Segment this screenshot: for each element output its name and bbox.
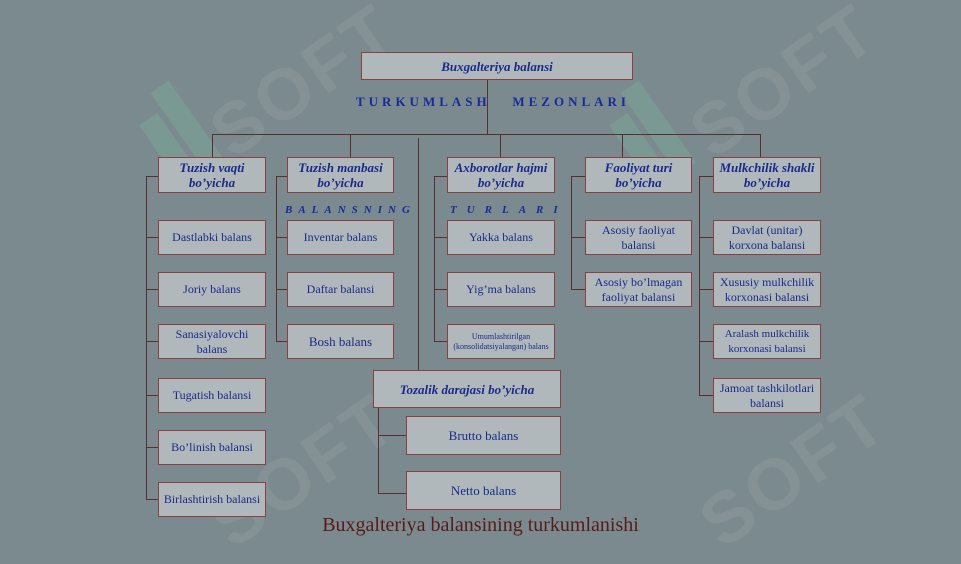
column-header: Faoliyat turi bo’yicha bbox=[585, 157, 692, 193]
column-header: Axborotlar hajmi bo’yicha bbox=[447, 157, 555, 193]
types-label: TURLARI bbox=[450, 204, 568, 216]
column-header: Tuzish vaqti bo’yicha bbox=[158, 157, 266, 193]
diagram-subtitle: TURKUMLASH MEZONLARI bbox=[356, 94, 630, 109]
balance-label: BALANSNING bbox=[285, 204, 416, 216]
list-item: Yakka balans bbox=[447, 220, 555, 255]
connector-line bbox=[276, 176, 287, 177]
connector-line bbox=[434, 341, 447, 342]
connector-line bbox=[571, 237, 585, 238]
list-item: Sanasiyalovchi balans bbox=[158, 324, 266, 359]
connector-line bbox=[350, 134, 351, 158]
connector-line bbox=[146, 499, 158, 500]
list-item: Jamoat tashkilotlari balansi bbox=[713, 378, 821, 413]
connector-line bbox=[487, 79, 488, 135]
list-item: Dastlabki balans bbox=[158, 220, 266, 255]
list-item: Inventar balans bbox=[287, 220, 394, 255]
diagram-title: Buxgalteriya balansi bbox=[361, 52, 633, 80]
connector-line bbox=[418, 138, 419, 370]
connector-line bbox=[212, 134, 213, 158]
watermark-text: SOFT bbox=[195, 0, 413, 174]
column-header: Tuzish manbasi bo’yicha bbox=[287, 157, 394, 193]
connector-line bbox=[276, 176, 277, 342]
connector-line bbox=[378, 435, 406, 436]
connector-line bbox=[276, 341, 287, 342]
connector-line bbox=[434, 237, 447, 238]
list-item: Bo’linish balansi bbox=[158, 430, 266, 465]
connector-line bbox=[434, 289, 447, 290]
list-item: Bosh balans bbox=[287, 324, 394, 359]
watermark-text: SOFT bbox=[675, 0, 893, 174]
connector-line bbox=[622, 134, 623, 158]
list-item: Daftar balansi bbox=[287, 272, 394, 307]
list-item: Asosiy faoliyat balansi bbox=[585, 220, 692, 255]
connector-line bbox=[146, 176, 147, 500]
list-item: Tugatish balansi bbox=[158, 378, 266, 413]
connector-line bbox=[146, 341, 158, 342]
connector-line bbox=[699, 395, 713, 396]
list-item: Joriy balans bbox=[158, 272, 266, 307]
connector-line bbox=[146, 237, 158, 238]
connector-line bbox=[276, 237, 287, 238]
list-item: Umumlashtirilgan (konsolidatsiyalangan) … bbox=[447, 324, 555, 359]
connector-line bbox=[434, 176, 435, 342]
list-item: Yig’ma balans bbox=[447, 272, 555, 307]
connector-line bbox=[699, 176, 713, 177]
connector-line bbox=[378, 408, 379, 494]
connector-line bbox=[571, 176, 572, 290]
connector-line bbox=[146, 289, 158, 290]
connector-line bbox=[146, 395, 158, 396]
diagram-caption: Buxgalteriya balansining turkumlanishi bbox=[322, 514, 639, 536]
connector-line bbox=[760, 134, 761, 158]
column-header: Mulkchilik shakli bo’yicha bbox=[713, 157, 821, 193]
connector-line bbox=[571, 289, 585, 290]
connector-line bbox=[146, 447, 158, 448]
list-item: Davlat (unitar) korxona balansi bbox=[713, 220, 821, 255]
connector-line bbox=[699, 237, 713, 238]
connector-line bbox=[500, 134, 501, 158]
list-item: Xususiy mulkchilik korxonasi balansi bbox=[713, 272, 821, 307]
connector-line bbox=[212, 134, 761, 135]
connector-line bbox=[571, 176, 585, 177]
connector-line bbox=[434, 176, 447, 177]
connector-line bbox=[699, 341, 713, 342]
list-item: Birlashtirish balansi bbox=[158, 482, 266, 517]
connector-line bbox=[276, 289, 287, 290]
list-item: Netto balans bbox=[406, 471, 561, 510]
list-item: Asosiy bo’lmagan faoliyat balansi bbox=[585, 272, 692, 307]
connector-line bbox=[378, 493, 406, 494]
connector-line bbox=[699, 176, 700, 396]
purity-header: Tozalik darajasi bo’yicha bbox=[373, 370, 561, 408]
connector-line bbox=[699, 289, 713, 290]
list-item: Aralash mulkchilik korxonasi balansi bbox=[713, 324, 821, 359]
connector-line bbox=[146, 176, 158, 177]
list-item: Brutto balans bbox=[406, 416, 561, 455]
